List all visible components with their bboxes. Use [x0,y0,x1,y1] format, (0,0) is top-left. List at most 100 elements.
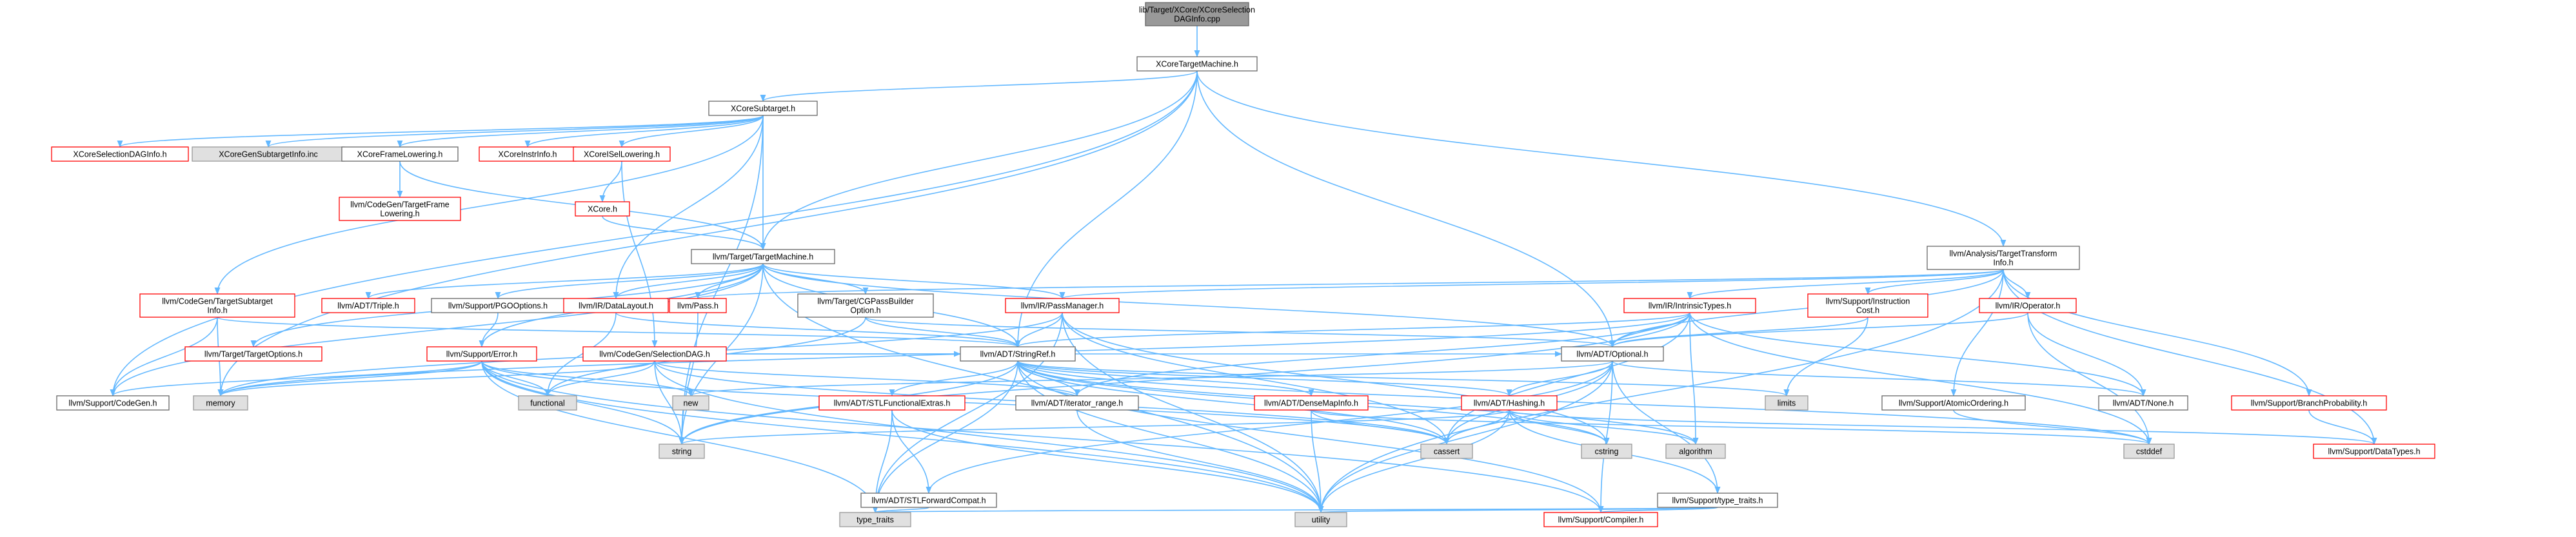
edge-error-to-typetraits [481,360,878,514]
edge-optional-to-compiler [1598,360,1613,514]
node-label: lib/Target/XCore/XCoreSelection [1139,6,1255,15]
node-densemapinfo[interactable]: llvm/ADT/DenseMapInfo.h [1254,395,1369,411]
node-atomicord[interactable]: llvm/Support/AtomicOrdering.h [1881,395,2026,411]
node-datalayout[interactable]: llvm/IR/DataLayout.h [563,298,669,313]
edge-optional-to-new [688,360,1613,397]
node-optional[interactable]: llvm/ADT/Optional.h [1561,346,1664,362]
node-intrtypes[interactable]: llvm/IR/IntrinsicTypes.h [1623,298,1756,313]
edge-optional-to-stlfc [926,360,1613,494]
edge-isellow-to-xcore [599,161,622,203]
node-branchprob[interactable]: llvm/Support/BranchProbability.h [2231,395,2387,411]
node-xcore[interactable]: XCore.h [575,201,630,217]
node-instrinfo[interactable]: XCoreInstrInfo.h [479,146,577,162]
node-isellow[interactable]: XCoreISelLowering.h [573,146,671,162]
node-gensub[interactable]: XCoreGenSubtargetInfo.inc [192,146,345,162]
node-box [691,249,835,264]
edge-operator-to-optional [1609,312,2028,348]
node-label: llvm/ADT/None.h [2113,399,2174,408]
node-label: DAGInfo.cpp [1174,15,1220,24]
node-ltm[interactable]: llvm/Target/TargetMachine.h [691,249,835,264]
node-box [1665,444,1726,459]
node-label: llvm/IR/Operator.h [1996,302,2061,311]
edge-hashing-to-utility [1318,409,1510,514]
node-label: llvm/CodeGen/TargetSubtarget [162,297,273,306]
node-box [1881,395,2026,411]
node-error[interactable]: llvm/Support/Error.h [426,346,537,362]
edge-st-to-seldag [117,115,764,148]
node-new[interactable]: new [672,395,709,411]
edge-optional-to-hashing [1506,360,1613,397]
edge-hashing-to-datatypes [1509,409,2377,445]
node-supcodegen[interactable]: llvm/Support/CodeGen.h [56,395,170,411]
edge-pgo-to-error [479,312,499,348]
node-label: cassert [1434,447,1460,456]
node-framelow[interactable]: XCoreFrameLowering.h [341,146,459,162]
node-typetraits[interactable]: type_traits [839,512,911,527]
node-label: llvm/Support/Error.h [446,350,518,359]
node-seldag[interactable]: XCoreSelectionDAGInfo.h [51,146,189,162]
edge-ltm-to-triple [365,263,764,300]
node-cgseldag[interactable]: llvm/CodeGen/SelectionDAG.h [582,346,727,362]
node-box [818,395,966,411]
edge-cgseldag-to-utility [654,360,1324,514]
edge-stlfe-to-utility [891,409,1324,514]
node-stlfe[interactable]: llvm/ADT/STLFunctionalExtras.h [818,395,966,411]
node-box [341,146,459,162]
node-label: llvm/Support/type_traits.h [1672,496,1763,505]
node-cstring[interactable]: cstring [1581,444,1632,459]
node-stringref[interactable]: llvm/ADT/StringRef.h [960,346,1076,362]
node-label: llvm/Support/CodeGen.h [69,399,157,408]
node-targetopts[interactable]: llvm/Target/TargetOptions.h [184,346,322,362]
node-pass[interactable]: llvm/Pass.h [669,298,727,313]
node-passmgr[interactable]: llvm/IR/PassManager.h [1005,298,1120,313]
edge-cgtsi-to-supcodegen [110,317,218,397]
node-iterrange[interactable]: llvm/ADT/iterator_range.h [1015,395,1139,411]
edge-intrtypes-to-algorithm [1689,312,1699,445]
node-box [1005,298,1120,313]
node-limits[interactable]: limits [1765,395,1808,411]
node-cassert[interactable]: cassert [1420,444,1473,459]
node-datatypes[interactable]: llvm/Support/DataTypes.h [2313,444,2435,459]
edge-operator-to-cstddef [2027,312,2152,445]
node-box [518,395,577,411]
node-box [1136,56,1258,72]
edge-error-to-supcodegen [110,360,482,397]
node-pgo[interactable]: llvm/Support/PGOOptions.h [431,298,565,313]
node-cstddef[interactable]: cstddef [2123,444,2175,459]
node-typetraitsh[interactable]: llvm/Support/type_traits.h [1657,493,1778,508]
node-box [672,395,709,411]
node-box [2123,444,2175,459]
node-st[interactable]: XCoreSubtarget.h [708,101,818,116]
node-utility[interactable]: utility [1294,512,1347,527]
node-hashing[interactable]: llvm/ADT/Hashing.h [1461,395,1558,411]
node-stlfc[interactable]: llvm/ADT/STLForwardCompat.h [860,493,997,508]
node-tm[interactable]: XCoreTargetMachine.h [1136,56,1258,72]
edge-tti-to-passmgr [1060,269,2004,300]
node-triple[interactable]: llvm/ADT/Triple.h [321,298,415,313]
node-none[interactable]: llvm/ADT/None.h [2098,395,2188,411]
node-label: llvm/CodeGen/SelectionDAG.h [599,350,710,359]
node-label: Lowering.h [380,210,419,219]
edge-branchprob-to-datatypes [2308,409,2377,445]
edge-hashing-to-algorithm [1509,409,1699,445]
node-string[interactable]: string [659,444,705,459]
node-compiler[interactable]: llvm/Support/Compiler.h [1543,512,1658,527]
edge-error-to-functional [481,360,551,397]
edge-cgseldag-to-string [654,360,685,445]
edge-ltm-to-cgpb [762,263,869,295]
edge-datalayout-to-stringref [615,312,1021,348]
node-memory[interactable]: memory [193,395,248,411]
node-box [575,201,630,217]
node-operator[interactable]: llvm/IR/Operator.h [1979,298,2077,313]
edge-densemapinfo-to-cassert [1311,409,1450,445]
node-algorithm[interactable]: algorithm [1665,444,1726,459]
node-functional[interactable]: functional [518,395,577,411]
node-box [56,395,170,411]
node-box [321,298,415,313]
edge-intrtypes-to-none [1689,312,2146,397]
